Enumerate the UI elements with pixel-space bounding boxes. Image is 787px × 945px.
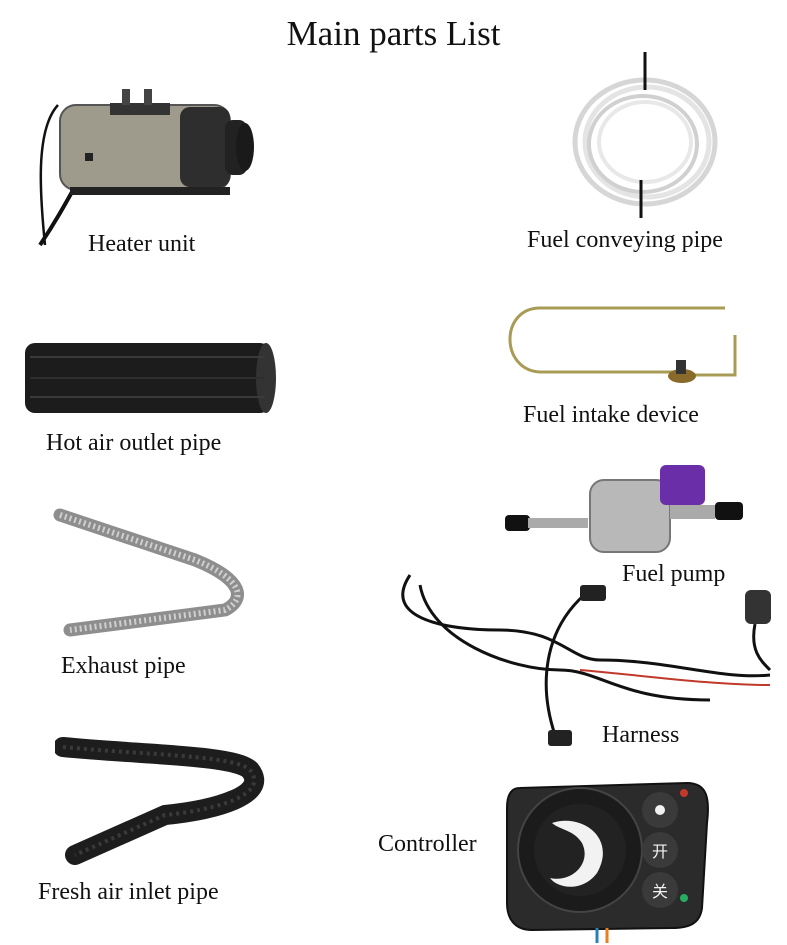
heater-unit-image	[38, 89, 254, 247]
fresh-air-inlet-pipe-label: Fresh air inlet pipe	[38, 879, 219, 905]
hot-air-outlet-pipe-image	[25, 343, 276, 413]
exhaust-pipe-label: Exhaust pipe	[61, 653, 186, 679]
page-title: Main parts List	[286, 14, 501, 53]
harness-image	[401, 574, 772, 746]
controller-off-button-label: 关	[651, 882, 668, 901]
fuel-pump-label: Fuel pump	[622, 561, 726, 587]
harness-label: Harness	[602, 722, 680, 748]
controller-on-button-label: 开	[651, 842, 668, 861]
fuel-conveying-pipe-label: Fuel conveying pipe	[527, 227, 723, 253]
heater-unit-label: Heater unit	[88, 231, 196, 257]
fuel-intake-device-image	[508, 306, 737, 383]
hot-air-outlet-pipe-label: Hot air outlet pipe	[46, 430, 222, 456]
fresh-air-inlet-pipe-image	[55, 737, 265, 865]
fuel-conveying-pipe-image	[572, 52, 718, 218]
controller-label: Controller	[378, 831, 477, 857]
fuel-pump-image	[505, 465, 743, 553]
fuel-intake-device-label: Fuel intake device	[523, 402, 699, 428]
exhaust-pipe-image	[53, 508, 244, 637]
controller-image	[506, 781, 709, 943]
